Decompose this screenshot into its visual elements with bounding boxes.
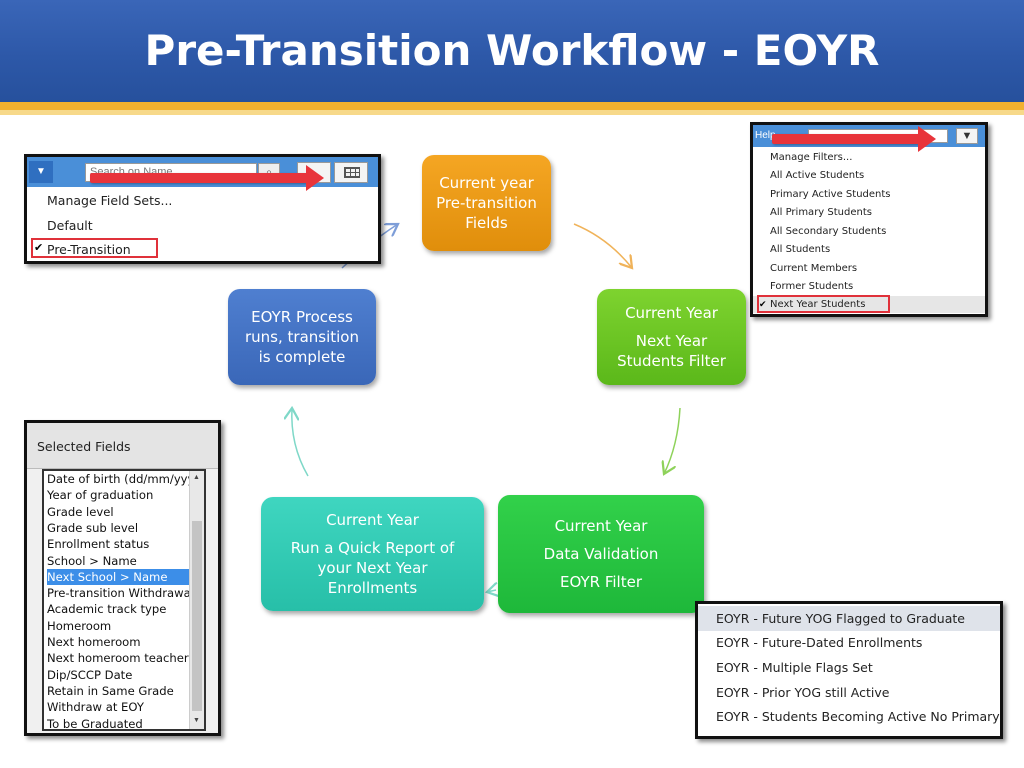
list-item[interactable]: Academic track type <box>47 602 167 617</box>
step-text: Fields <box>465 214 508 232</box>
field-sets-button[interactable] <box>334 162 368 183</box>
list-item[interactable]: Withdraw at EOY <box>47 700 144 715</box>
step-text: Pre-transition <box>436 194 537 212</box>
connector-fields-to-filter <box>573 223 632 268</box>
step-text: EOYR Process <box>251 308 353 326</box>
step-text: Next Year <box>635 332 708 350</box>
scroll-up-icon[interactable]: ▲ <box>193 474 200 481</box>
list-item[interactable]: Year of graduation <box>47 488 154 503</box>
eoyr-filter-item[interactable]: EOYR - Students Becoming Active No Prima… <box>716 709 1000 724</box>
list-item-selected[interactable]: Next School > Name <box>47 568 189 585</box>
menu-item-pre-transition[interactable]: Pre-Transition <box>47 242 131 257</box>
list-item[interactable]: Pre-transition Withdrawal <box>47 586 189 601</box>
checkmark-icon: ✔ <box>34 242 44 254</box>
filter-icon[interactable]: ▼ <box>956 128 978 144</box>
filter-item[interactable]: All Active Students <box>770 170 865 181</box>
eoyr-filters-screenshot: EOYR - Future YOG Flagged to Graduate EO… <box>695 601 1003 739</box>
eoyr-filter-item[interactable]: EOYR - Future-Dated Enrollments <box>716 635 923 650</box>
selected-fields-list[interactable]: Date of birth (dd/mm/yyyy) Year of gradu… <box>42 469 206 731</box>
step-text: Students Filter <box>617 352 726 370</box>
filter-item[interactable]: All Students <box>770 244 831 255</box>
list-item[interactable]: Homeroom <box>47 618 112 633</box>
scrollbar-thumb[interactable] <box>192 521 202 711</box>
filter-item-next-year-students[interactable]: Next Year Students <box>770 299 866 310</box>
step-current-year-fields: Current year Pre-transition Fields <box>422 155 551 251</box>
filter-item[interactable]: All Primary Students <box>770 207 872 218</box>
connector-validation-to-report <box>487 590 496 592</box>
filter-item[interactable]: Manage Filters... <box>770 152 853 163</box>
step-eoyr-process: EOYR Process runs, transition is complet… <box>228 289 376 385</box>
selection-highlight <box>31 238 158 258</box>
selected-row-bg <box>753 296 985 313</box>
scroll-down-icon[interactable]: ▼ <box>193 717 200 724</box>
step-text: Run a Quick Report of <box>290 539 455 557</box>
selected-fields-header: Selected Fields <box>27 423 218 469</box>
banner-light-stripe <box>0 110 1024 115</box>
eoyr-filter-item[interactable]: EOYR - Prior YOG still Active <box>716 685 890 700</box>
menu-item-manage-field-sets[interactable]: Manage Field Sets... <box>47 193 173 208</box>
selected-fields-screenshot: Selected Fields Date of birth (dd/mm/yyy… <box>24 420 221 736</box>
banner-gold-stripe <box>0 102 1024 110</box>
filter-item[interactable]: Primary Active Students <box>770 189 891 200</box>
step-next-year-filter: Current Year Next Year Students Filter <box>597 289 746 385</box>
field-sets-screenshot: ▼ Search on Name ⌕ Manage Field Sets... … <box>24 154 381 264</box>
step-text: is complete <box>258 348 346 366</box>
connector-report-to-process <box>292 408 309 477</box>
filter-item[interactable]: Former Students <box>770 281 854 292</box>
step-data-validation: Current Year Data Validation EOYR Filter <box>498 495 704 613</box>
step-text: runs, transition <box>245 328 359 346</box>
step-text: Data Validation <box>543 545 659 563</box>
list-item[interactable]: School > Name <box>47 553 137 568</box>
checkmark-icon: ✔ <box>759 299 767 309</box>
scrollbar[interactable]: ▲ ▼ <box>189 471 204 729</box>
list-item[interactable]: Date of birth (dd/mm/yyyy) <box>47 472 189 486</box>
step-heading: Current Year <box>554 517 648 535</box>
menu-item-default[interactable]: Default <box>47 218 93 233</box>
step-text: EOYR Filter <box>560 573 642 591</box>
step-text: Current year <box>439 174 534 192</box>
step-heading: Current Year <box>625 304 718 322</box>
title-banner <box>0 0 1024 104</box>
help-link[interactable]: Help <box>755 130 776 141</box>
list-item[interactable]: Enrollment status <box>47 537 150 552</box>
grid-icon <box>344 167 360 178</box>
eoyr-filter-item[interactable]: EOYR - Multiple Flags Set <box>716 660 873 675</box>
selected-fields-title: Selected Fields <box>37 439 131 454</box>
list-item[interactable]: Retain in Same Grade <box>47 683 174 698</box>
step-quick-report: Current Year Run a Quick Report of your … <box>261 497 484 611</box>
list-item[interactable]: Next homeroom teacher <box>47 651 189 666</box>
eoyr-filter-item[interactable]: EOYR - Future YOG Flagged to Graduate <box>698 606 1000 631</box>
step-text: Enrollments <box>327 579 418 597</box>
list-item[interactable]: Grade sub level <box>47 520 139 535</box>
page-title: Pre-Transition Workflow - EOYR <box>144 26 880 75</box>
pointer-arrow <box>772 126 936 152</box>
step-heading: Current Year <box>326 511 419 529</box>
list-item[interactable]: Next homeroom <box>47 635 141 649</box>
step-text: your Next Year <box>317 559 428 577</box>
filter-item[interactable]: All Secondary Students <box>770 226 887 237</box>
connector-filter-to-validation <box>664 407 681 474</box>
list-item[interactable]: Grade level <box>47 504 114 519</box>
filter-item[interactable]: Current Members <box>770 263 858 274</box>
list-item[interactable]: To be Graduated <box>47 716 143 731</box>
selection-highlight <box>757 295 890 313</box>
chevron-down-icon[interactable]: ▼ <box>29 161 53 183</box>
pointer-arrow <box>90 165 324 191</box>
filters-screenshot: Help ▼ Manage Filters... All Active Stud… <box>750 122 988 317</box>
list-item[interactable]: Dip/SCCP Date <box>47 667 133 682</box>
